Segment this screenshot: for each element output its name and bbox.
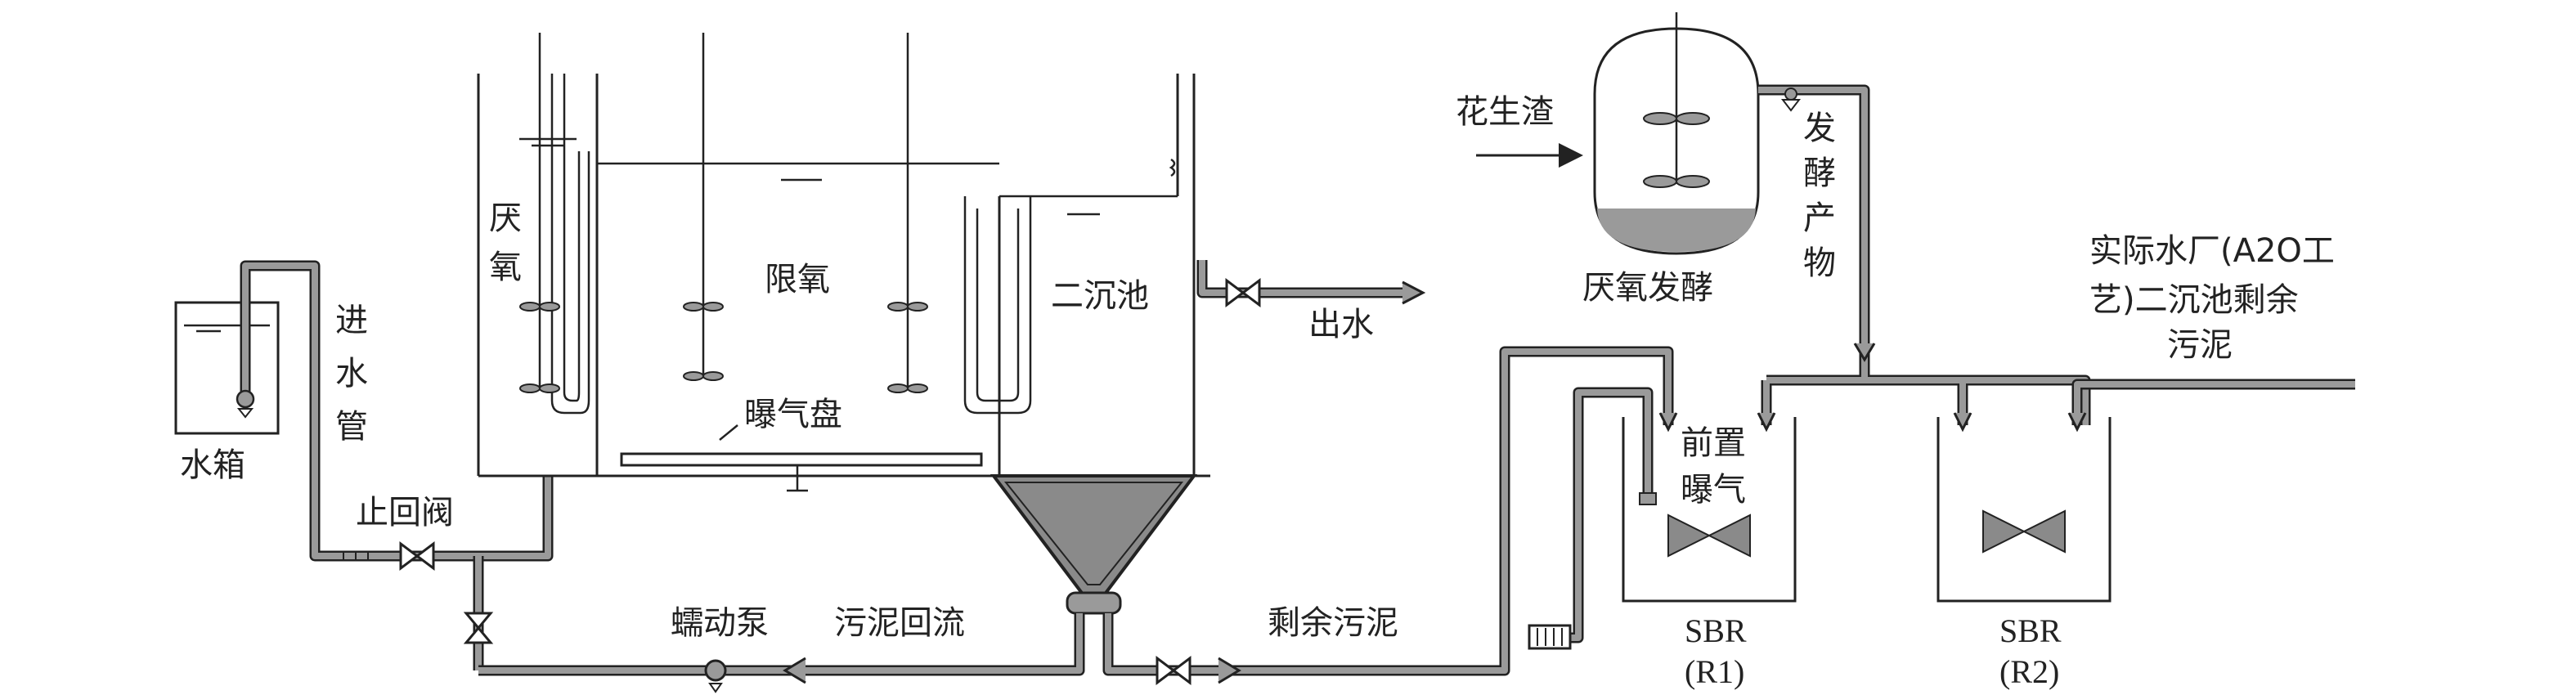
label-sbr-r2-2: (R2)	[1999, 653, 2059, 690]
sludge-return-pipe	[478, 613, 1085, 693]
aeration-disc	[620, 424, 983, 492]
label-fermentation-product-4: 物	[1803, 244, 1836, 282]
sbr-r1-tank	[1622, 417, 1797, 603]
label-sbr-r1-2: (R1)	[1685, 653, 1744, 690]
clarifier-hopper	[990, 474, 1198, 615]
label-fermentation-product-1: 发	[1803, 110, 1836, 147]
label-real-plant-2: 艺)二沉池剩余	[2089, 281, 2299, 319]
label-excess-sludge: 剩余污泥	[1268, 604, 1398, 642]
fermentation-tank	[1476, 12, 1760, 255]
label-anaerobic-fermentation: 厌氧发酵	[1582, 269, 1713, 307]
label-check-valve: 止回阀	[356, 494, 454, 531]
label-sludge-return: 污泥回流	[834, 604, 965, 642]
peristaltic-pump-icon	[704, 659, 727, 682]
tank-pump-icon	[236, 389, 255, 409]
excess-sludge-pipe	[1102, 346, 1678, 685]
label-secondary-clarifier: 二沉池	[1051, 277, 1149, 315]
label-water-tank: 水箱	[180, 446, 245, 484]
effluent-pipe	[1196, 260, 1426, 307]
label-pre-aeration-1: 前置	[1681, 424, 1746, 462]
agitators	[519, 33, 928, 393]
sbr-r2-tank	[1936, 417, 2112, 603]
label-inlet-pipe-2: 水	[335, 355, 368, 392]
label-real-plant-3: 污泥	[2167, 326, 2233, 364]
label-sbr-r2-1: SBR	[1999, 612, 2062, 649]
label-anaerobic-1: 厌	[489, 200, 522, 237]
label-peanut-residue: 花生渣	[1456, 93, 1554, 131]
label-anoxic: 限氧	[765, 261, 830, 298]
real-plant-sludge-pipe	[2067, 379, 2355, 433]
inlet-pipe	[236, 260, 554, 562]
label-peristaltic-pump: 蠕动泵	[671, 604, 769, 642]
label-fermentation-product-2: 酵	[1803, 155, 1836, 192]
label-aeration-disc: 曝气盘	[744, 396, 842, 433]
pre-aeration-pipe	[1528, 387, 1657, 650]
label-sbr-r1-1: SBR	[1685, 612, 1747, 649]
label-pre-aeration-2: 曝气	[1681, 471, 1746, 509]
water-tank	[174, 301, 280, 435]
label-real-plant-1: 实际水厂(A2O工	[2089, 232, 2335, 270]
label-inlet-pipe-1: 进	[335, 302, 368, 339]
check-valve-icon	[343, 541, 435, 571]
label-inlet-pipe-3: 管	[335, 408, 368, 446]
main-reactor	[477, 74, 1210, 478]
label-fermentation-product-3: 产	[1803, 200, 1836, 237]
air-pump-icon	[1528, 624, 1572, 650]
label-effluent: 出水	[1308, 306, 1374, 343]
label-anaerobic-2: 氧	[489, 249, 522, 286]
return-valve-icon	[463, 556, 494, 670]
